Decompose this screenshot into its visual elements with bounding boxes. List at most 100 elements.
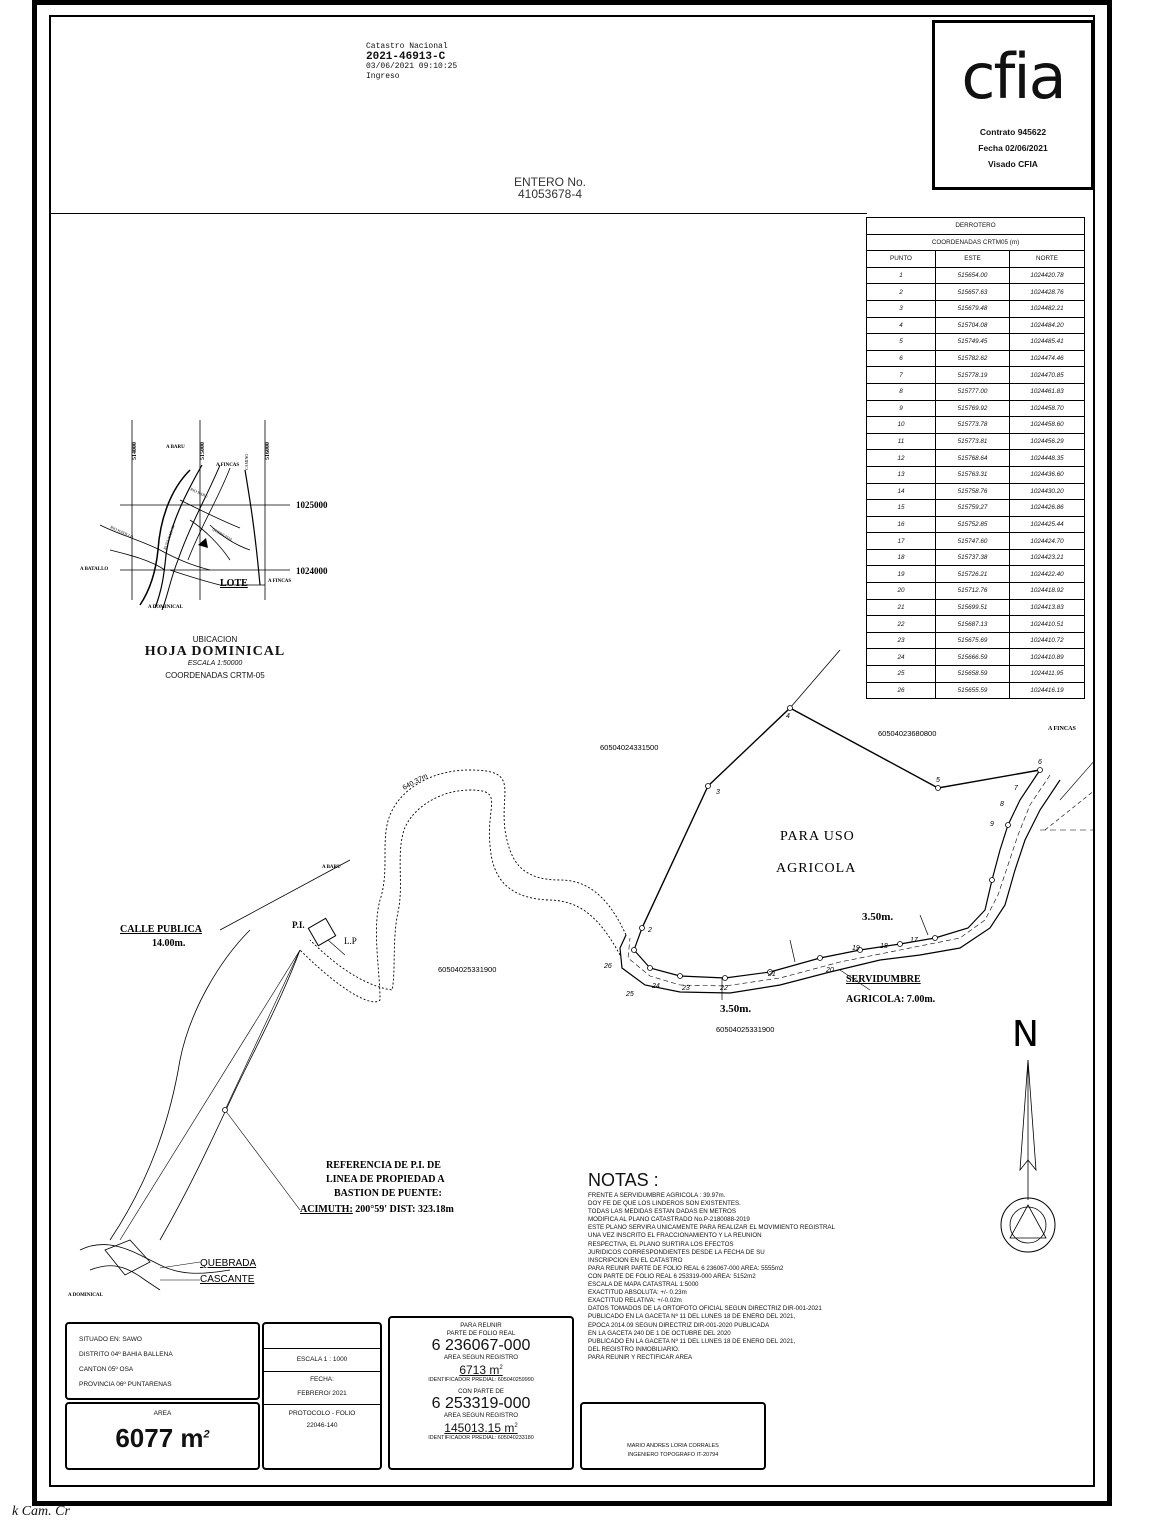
note-line: INSCRIPCION EN EL CATASTRO — [588, 1256, 683, 1264]
lp-label: L.P — [344, 936, 357, 946]
vertex-label: 21 — [767, 971, 776, 978]
fecha-value: FEBRERO/ 2021 — [297, 1390, 347, 1397]
map-label-fincas-2: A FINCAS — [268, 579, 291, 584]
area-label: AREA — [153, 1410, 172, 1417]
map-label-dominical: A DOMINICAL — [148, 605, 184, 610]
vertex-label: 24 — [651, 983, 660, 990]
folio-number2: 6 253319-000 — [431, 1395, 531, 1412]
servidumbre-label: SERVIDUMBRE — [846, 974, 921, 985]
vertex-label: 23 — [681, 985, 690, 992]
note-line: ESTE PLANO SERVIRA UNICAMENTE PARA REALI… — [588, 1224, 835, 1232]
protocolo-label: PROTOCOLO - FOLIO — [288, 1410, 356, 1417]
catastro-status: Ingreso — [366, 72, 400, 81]
folio-area-label1: AREA SEGUN REGISTRO — [443, 1354, 519, 1361]
vertex-label: 5 — [936, 777, 940, 784]
folio-area-label2: AREA SEGUN REGISTRO — [443, 1412, 519, 1419]
referencia-line3: BASTION DE PUENTE: — [334, 1188, 442, 1199]
entero-block: ENTERO No. 41053678-4 — [470, 176, 630, 200]
vertex-label: 2 — [647, 927, 652, 934]
escala-box: ESCALA 1 : 1000 FECHA: FEBRERO/ 2021 PRO… — [262, 1322, 382, 1470]
folio-ident1: IDENTIFICADOR PREDIAL: 605040259990 — [428, 1377, 534, 1383]
catastro-stamp: Catastro Nacional 2021-46913-C 03/06/202… — [366, 42, 457, 82]
caption-ubicacion: UBICACION — [192, 635, 238, 644]
folio-line1: PARA REUNIR — [460, 1322, 502, 1329]
catastro-date: 03/06/2021 09:10:25 — [366, 62, 458, 71]
location-line: SITUADO EN: SAWO — [79, 1336, 142, 1343]
vertex-label: 4 — [786, 713, 790, 720]
folio-area1-exponent: 2 — [499, 1365, 503, 1371]
vertex-label: 7 — [1014, 785, 1019, 792]
vertex-label: 18 — [880, 943, 888, 950]
road-dimension: 640.37m — [402, 773, 429, 792]
ingeniero-box: MARIO ANDRES LORIA CORRALES INGENIERO TO… — [580, 1402, 766, 1470]
note-line: PARA REUNIR Y RECTIFICAR AREA — [588, 1353, 693, 1361]
note-line: CON PARTE DE FOLIO REAL 6 253319-000 ARE… — [588, 1272, 756, 1280]
vertex-label: 8 — [1000, 801, 1004, 808]
acimuth-value: 200°59' DIST: 323.18m — [353, 1204, 455, 1215]
note-line: ESCALA DE MAPA CATASTRAL 1:5000 — [588, 1281, 699, 1289]
note-line: RESPECTIVA, EL PLANO SURTIRA LOS EFECTOS — [588, 1240, 734, 1248]
parcel-use-line1: PARA USO — [780, 829, 855, 844]
vertex-label: 19 — [852, 945, 860, 952]
location-line: CANTON 05º OSA — [79, 1366, 134, 1373]
sheet-outer-frame — [32, 0, 1112, 1506]
parcel-use-line2: AGRICOLA — [776, 861, 856, 876]
note-line: MODIFICA AL PLANO CATASTRADO No.P-218008… — [588, 1216, 750, 1224]
cfia-logo: cfia — [961, 40, 1066, 113]
location-line: DISTRITO 04º BAHIA BALLENA — [79, 1351, 173, 1358]
parcel-boundary-north — [641, 707, 1041, 929]
catastro-line: Catastro Nacional — [366, 42, 448, 51]
cfia-fecha: Fecha 02/06/2021 — [978, 143, 1048, 153]
note-line: UNA VEZ INSCRITO EL FRACCIONAMIENTO Y LA… — [588, 1232, 762, 1240]
note-line: DOY FE DE QUE LOS LINDEROS SON EXISTENTE… — [588, 1200, 741, 1208]
note-line: DEL REGISTRO INMOBILIARIO. — [588, 1345, 680, 1353]
ingeniero-title: INGENIERO TOPOGRAFO IT-20794 — [627, 1452, 719, 1458]
a-baru-label: A BARU — [322, 865, 341, 870]
a-fincas-label: A FINCAS — [1048, 726, 1077, 732]
a-dominical-label: A DOMINICAL — [68, 1293, 104, 1298]
header-divider — [49, 213, 867, 214]
note-line: EXACTITUD RELATIVA: +/-0.02m — [588, 1297, 682, 1305]
folio-area1: 6713 m — [459, 1363, 500, 1377]
map-label-baru: A BARU — [166, 445, 185, 450]
caption-escala: ESCALA 1:50000 — [187, 660, 243, 667]
catastro-number: 2021-46913-C — [366, 51, 446, 63]
ingeniero-name: MARIO ANDRES LORIA CORRALES — [627, 1443, 719, 1449]
note-line: JURIDICOS CORRESPONDIENTES DESDE LA FECH… — [588, 1248, 765, 1256]
folio-box: PARA REUNIR PARTE DE FOLIO REAL 6 236067… — [388, 1316, 574, 1470]
vertex-label: 22 — [719, 985, 728, 992]
derrotero-table: DERROTERO COORDENADAS CRTM05 (m) PUNTO E… — [866, 217, 1085, 700]
cfia-contrato: Contrato 945622 — [979, 127, 1047, 137]
calle-publica-label: CALLE PUBLICA — [120, 924, 203, 935]
quebrada-label1: QUEBRADA — [200, 1258, 256, 1269]
note-line: PARA REUNIR PARTE DE FOLIO REAL 6 236067… — [588, 1264, 784, 1272]
sheet-inner-frame — [49, 15, 1095, 1487]
calle-publica-east — [159, 949, 301, 1241]
vertex-label: 20 — [825, 967, 834, 974]
fecha-label: FECHA: — [310, 1376, 334, 1383]
referencia-line1: REFERENCIA DE P.I. DE — [326, 1160, 441, 1171]
area-unit-exponent: 2 — [203, 1428, 210, 1441]
width-top: 3.50m. — [862, 911, 893, 923]
grid-label-516000: 516000 — [265, 442, 271, 460]
servidumbre-lower-edge — [619, 779, 1061, 994]
folio-area2-line: 145013.15 m2 — [390, 1420, 572, 1434]
note-line: TODAS LAS MEDIDAS ESTAN DADAS EN METROS — [588, 1208, 736, 1216]
note-line: PUBLICADO EN LA GACETA Nº 11 DEL LUNES 1… — [588, 1313, 796, 1321]
folio-line2: PARTE DE FOLIO REAL — [446, 1330, 516, 1337]
notes-title: NOTAS : — [588, 1170, 659, 1190]
handwritten-signature: k Cam. Cr — [12, 1504, 70, 1519]
vertex-label: 9 — [990, 821, 994, 828]
notes-block: NOTAS : FRENTE A SERVIDUMBRE AGRICOLA : … — [588, 1170, 988, 1362]
vertex-label: 6 — [1038, 759, 1042, 766]
